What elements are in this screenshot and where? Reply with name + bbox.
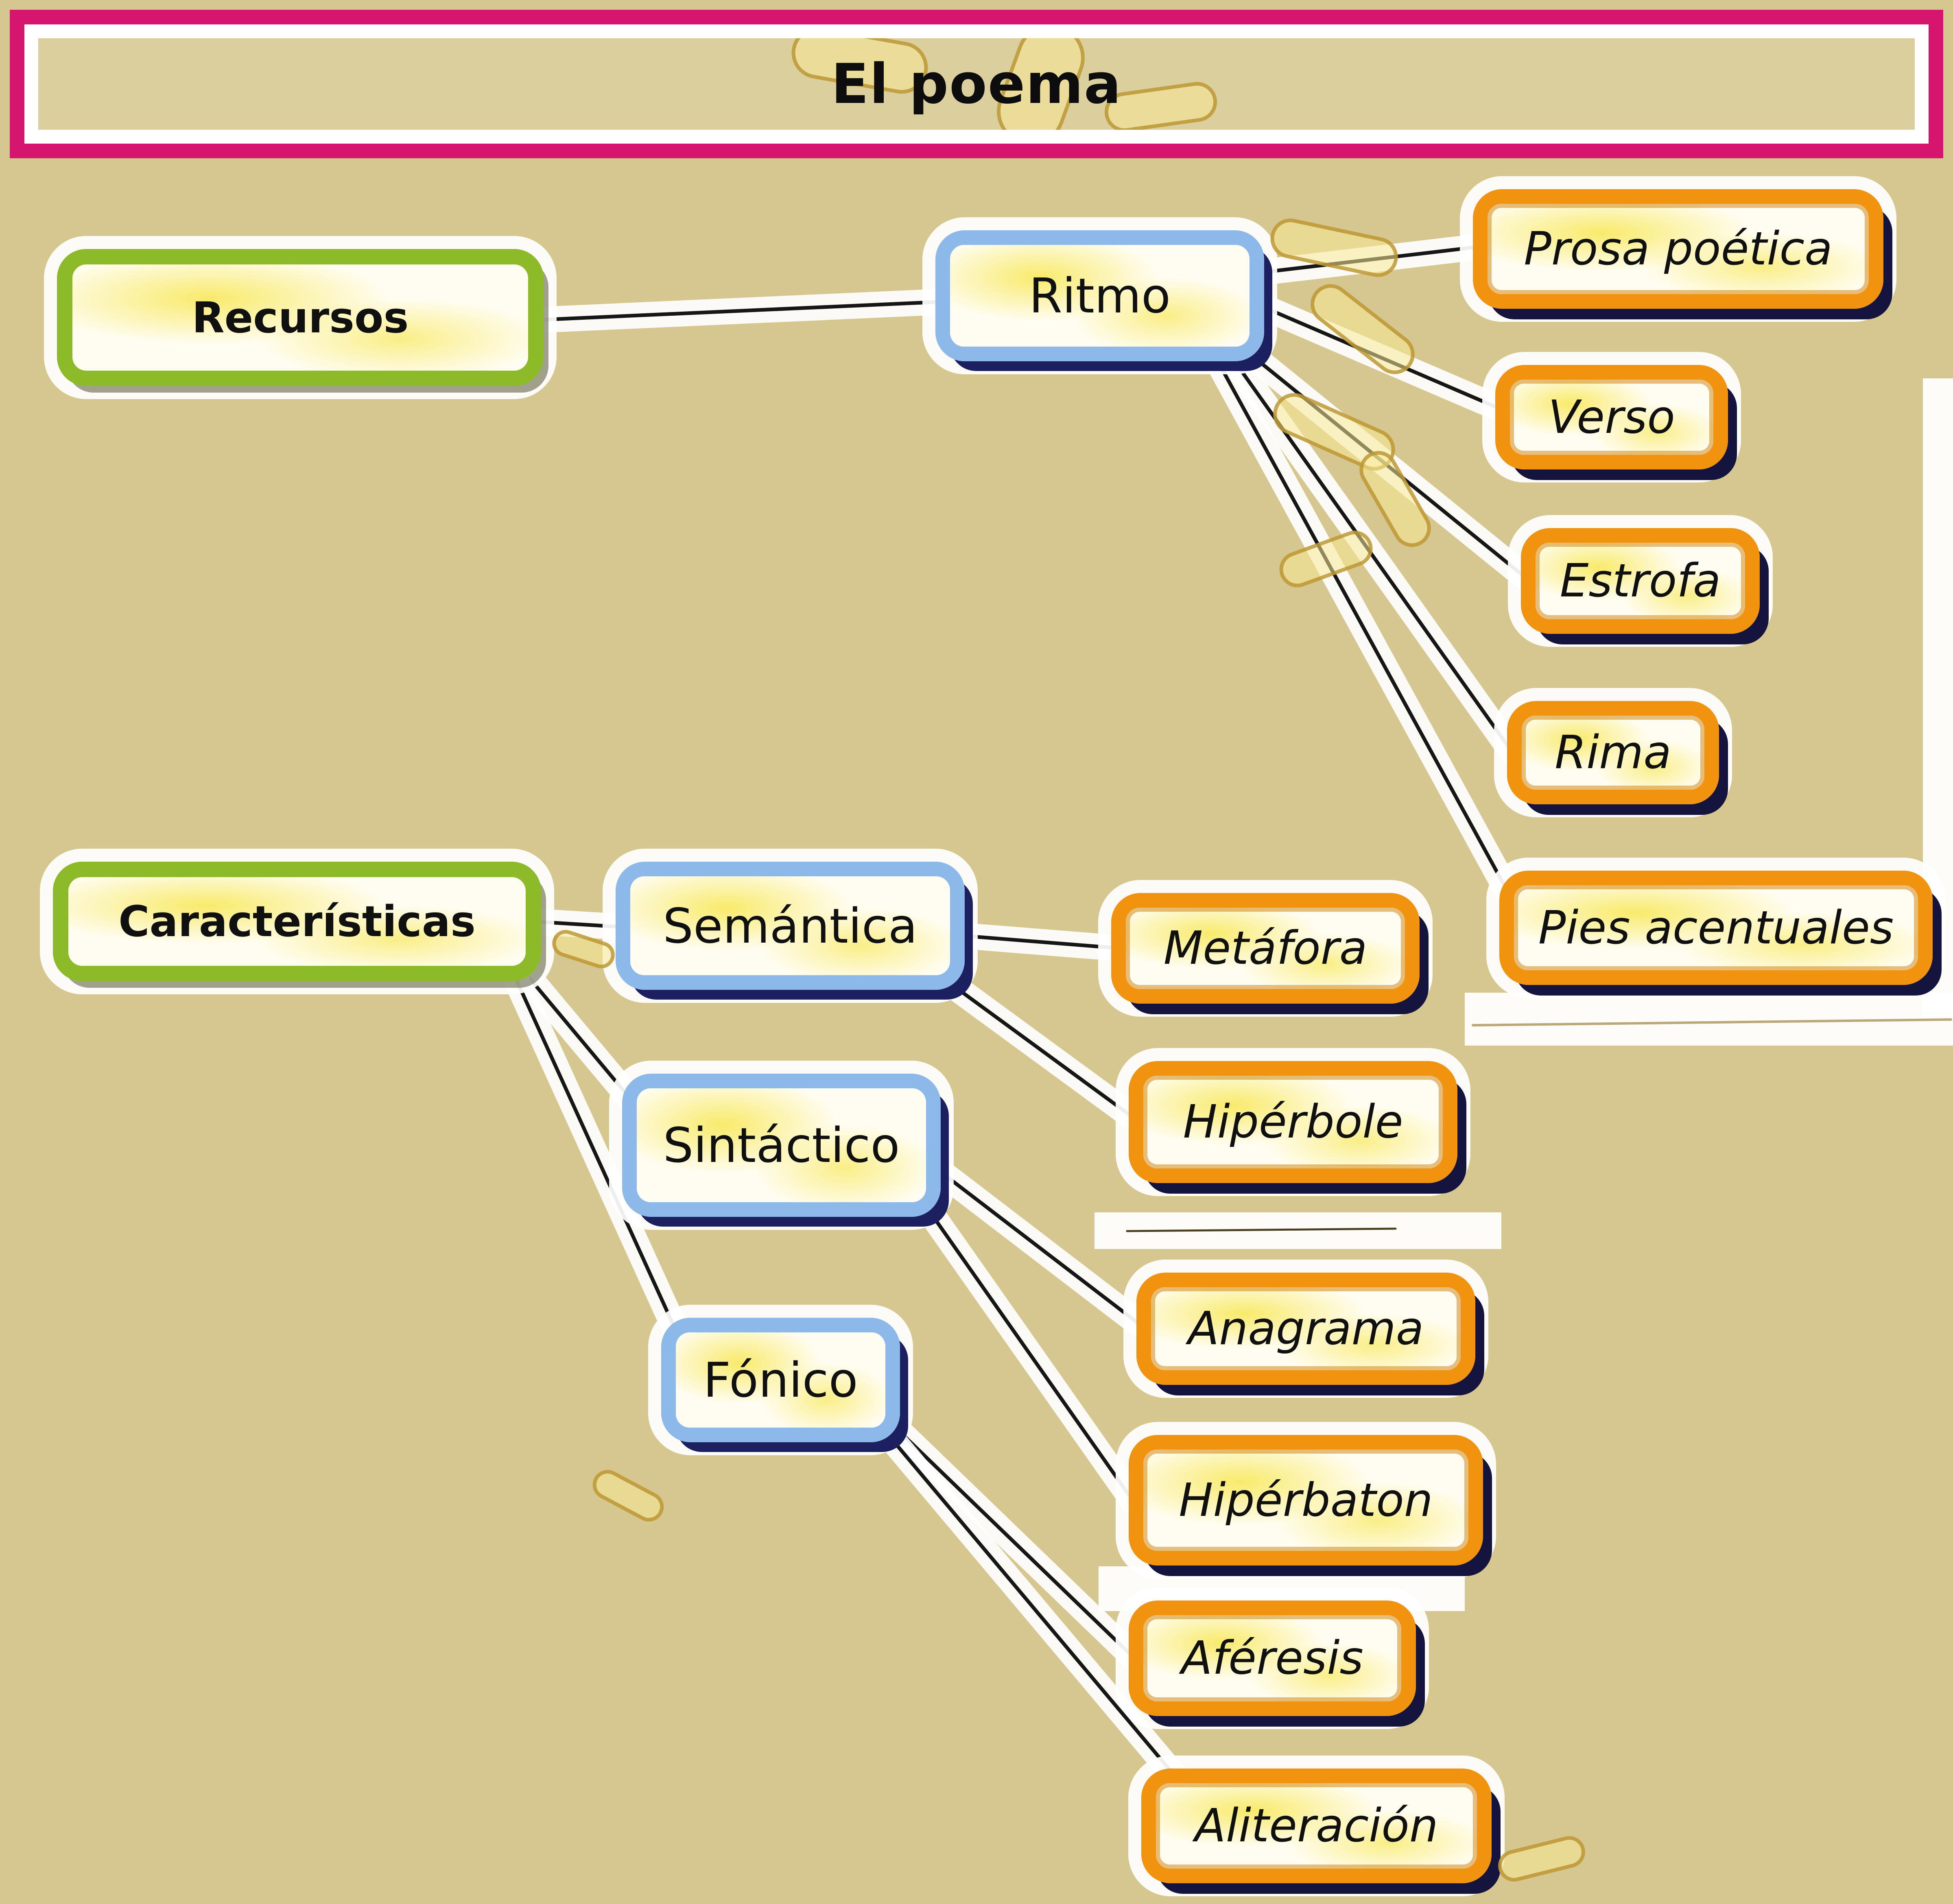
edge-fonico-aferesis [896, 1428, 1135, 1659]
edge-semantica-hiperbole [954, 986, 1135, 1119]
edge-fonico-aliteracion [891, 1438, 1186, 1789]
node-label-recursos: Recursos [192, 293, 409, 343]
node-fill [68, 877, 526, 966]
edge-caracteristicas-fonico [514, 977, 682, 1341]
node-recursos: Recursos [57, 249, 544, 386]
node-hiperbole: Hipérbole [1129, 1061, 1457, 1183]
node-fill [1126, 908, 1405, 989]
node-fill [1143, 1076, 1443, 1168]
node-semantica: Semántica [616, 862, 965, 990]
edge-sintactico-hiperbaton [931, 1214, 1135, 1502]
edge-ritmo-pies-acentuales [1215, 358, 1511, 895]
node-label-estrofa: Estrofa [1560, 555, 1721, 607]
node-rima: Rima [1507, 701, 1719, 804]
title-bar: El poema [10, 10, 1943, 158]
edge-semantica-metafora [961, 934, 1118, 950]
node-fill [72, 264, 528, 371]
node-label-hiperbole: Hipérbole [1183, 1096, 1403, 1149]
node-fill [1151, 1287, 1461, 1370]
node-aliteracion: Aliteración [1141, 1769, 1492, 1883]
node-fill [630, 876, 950, 975]
node-label-caracteristicas: Características [118, 897, 476, 946]
node-fill [1488, 204, 1869, 294]
node-label-aliteracion: Aliteración [1195, 1799, 1438, 1852]
node-fonico: Fónico [661, 1318, 900, 1442]
title-panel: El poema [38, 38, 1915, 130]
node-hiperbaton: Hipérbaton [1129, 1435, 1483, 1566]
node-fill [1156, 1783, 1477, 1869]
node-sintactico: Sintáctico [622, 1074, 941, 1217]
node-label-anagrama: Anagrama [1188, 1302, 1424, 1355]
title-inner-frame: El poema [24, 24, 1929, 144]
node-label-pies-acentuales: Pies acentuales [1538, 901, 1894, 954]
node-anagrama: Anagrama [1136, 1273, 1475, 1385]
edge-sintactico-anagrama [936, 1168, 1142, 1327]
node-aferesis: Aféresis [1129, 1600, 1416, 1716]
node-fill [637, 1088, 926, 1202]
node-metafora: Metáfora [1111, 893, 1420, 1004]
node-fill [1522, 716, 1704, 790]
node-label-ritmo: Ritmo [1029, 268, 1171, 324]
node-label-hiperbaton: Hipérbaton [1179, 1474, 1433, 1527]
white-patch [1465, 993, 1953, 1046]
node-fill [1536, 543, 1745, 619]
node-pies-acentuales: Pies acentuales [1499, 871, 1933, 985]
node-label-semantica: Semántica [663, 897, 918, 954]
page-title: El poema [831, 52, 1122, 116]
node-prosa-poetica: Prosa poética [1473, 189, 1883, 309]
node-estrofa: Estrofa [1521, 528, 1760, 634]
decor-line-0 [1472, 1018, 1952, 1026]
node-fill [1510, 380, 1713, 455]
decor-line-1 [1126, 1227, 1397, 1232]
node-fill [1514, 885, 1918, 970]
edge-caracteristicas-semantica [537, 920, 621, 929]
node-label-rima: Rima [1555, 726, 1671, 779]
node-ritmo: Ritmo [935, 230, 1264, 361]
node-fill [1143, 1615, 1401, 1701]
node-fill [1143, 1450, 1468, 1551]
node-label-metafora: Metáfora [1163, 922, 1368, 975]
node-label-sintactico: Sintáctico [663, 1117, 900, 1173]
node-verso: Verso [1495, 365, 1728, 469]
node-fill [676, 1332, 885, 1428]
node-fill [950, 245, 1250, 347]
edge-recursos-ritmo [539, 300, 942, 322]
node-label-prosa-poetica: Prosa poética [1524, 223, 1833, 275]
edge-caracteristicas-sintactico [525, 974, 638, 1107]
node-label-aferesis: Aféresis [1181, 1632, 1363, 1685]
node-label-fonico: Fónico [703, 1352, 858, 1408]
node-caracteristicas: Características [53, 862, 541, 981]
node-label-verso: Verso [1548, 391, 1675, 444]
